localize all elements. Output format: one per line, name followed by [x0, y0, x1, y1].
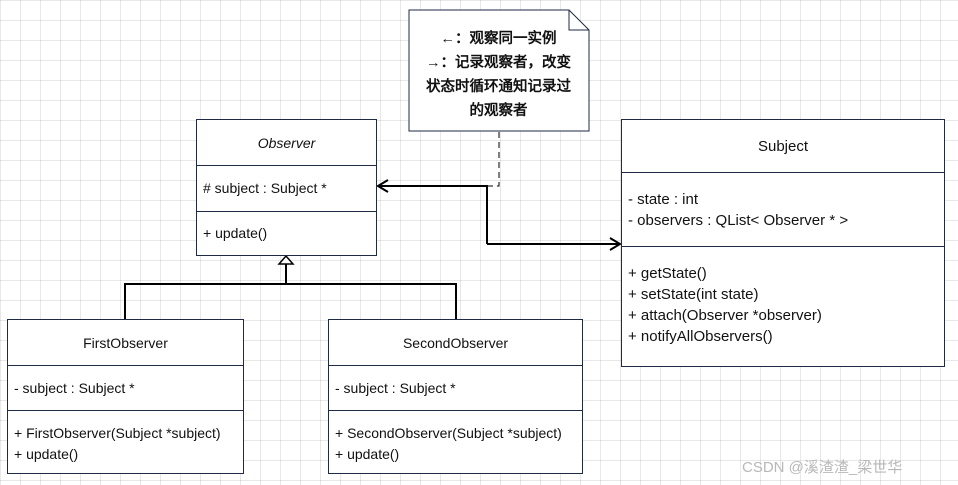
subject-arrowhead [609, 237, 622, 251]
attribute: - subject : Subject * [335, 380, 456, 396]
observer-class-name: Observer [257, 134, 316, 151]
second-observer-methods: + SecondObserver(Subject *subject) + upd… [329, 410, 582, 473]
method: + update() [335, 446, 400, 462]
first-observer-attributes: - subject : Subject * [8, 365, 243, 410]
subject-class-name: Subject [757, 137, 809, 155]
second-observer-attributes: - subject : Subject * [329, 365, 582, 410]
note-fold [568, 10, 589, 31]
first-observer-methods: + FirstObserver(Subject *subject) + upda… [8, 410, 243, 473]
first-observer-class[interactable]: FirstObserver - subject : Subject * + Fi… [7, 319, 244, 474]
second-observer-class-name: SecondObserver [402, 334, 509, 351]
subject-attributes: - state : int - observers : QList< Obser… [622, 172, 944, 246]
method: + setState(int state) [628, 286, 759, 303]
association-to-observer [378, 185, 488, 244]
watermark: CSDN @溪渣渣_梁世华 [742, 459, 903, 476]
generalization-line [124, 264, 457, 320]
observer-methods: + update() [197, 211, 376, 255]
note-line: →：记录观察者，改变 [426, 55, 571, 71]
note-line: 的观察者 [469, 103, 528, 119]
subject-methods: + getState() + setState(int state) + att… [622, 246, 944, 366]
note: ←：观察同一实例 →：记录观察者，改变 状态时循环通知记录过 的观察者 [408, 9, 589, 132]
attribute: - state : int [628, 191, 699, 208]
first-observer-class-name: FirstObserver [83, 334, 168, 351]
method: + update() [14, 446, 79, 462]
method: + update() [203, 225, 268, 241]
attribute: - observers : QList< Observer * > [628, 212, 849, 229]
method: + SecondObserver(Subject *subject) [335, 425, 562, 441]
method: + notifyAllObservers() [628, 328, 773, 345]
second-observer-class[interactable]: SecondObserver - subject : Subject * + S… [328, 319, 583, 474]
method: + FirstObserver(Subject *subject) [14, 425, 221, 441]
generalization-triangle [277, 254, 295, 265]
attribute: - subject : Subject * [14, 380, 135, 396]
observer-attributes: # subject : Subject * [197, 165, 376, 211]
subject-class[interactable]: Subject - state : int - observers : QLis… [621, 119, 945, 367]
observer-class[interactable]: Observer # subject : Subject * + update(… [196, 119, 377, 256]
method: + attach(Observer *observer) [628, 307, 822, 324]
attribute: # subject : Subject * [203, 180, 327, 196]
method: + getState() [628, 265, 707, 282]
note-line: ←：观察同一实例 [440, 31, 557, 47]
observer-arrowhead [376, 179, 389, 193]
note-shape [408, 9, 590, 132]
note-anchor-line [487, 132, 500, 187]
note-line: 状态时循环通知记录过 [426, 79, 571, 95]
